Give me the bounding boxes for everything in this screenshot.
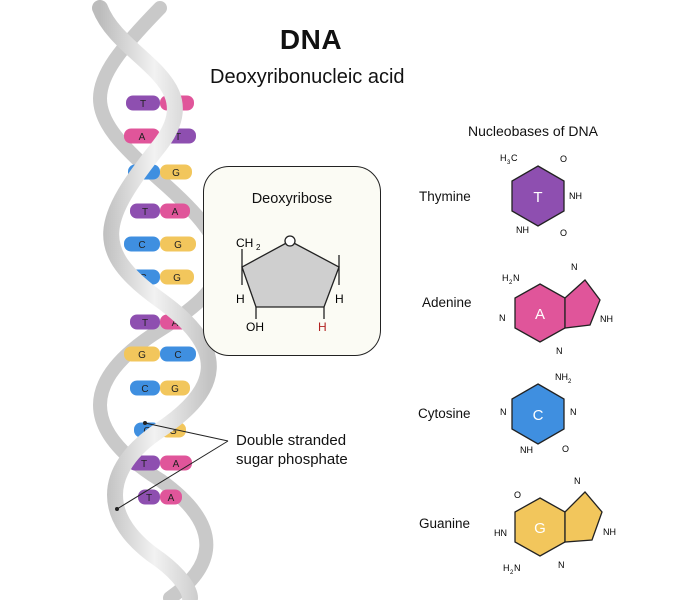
svg-text:2: 2 bbox=[509, 280, 513, 286]
nucleobases-heading: Nucleobases of DNA bbox=[468, 123, 598, 139]
atom-h-left: H bbox=[236, 292, 245, 306]
rung-right-4 bbox=[160, 236, 196, 252]
atom-h-red: H bbox=[318, 320, 327, 334]
rung-right-letter-1: T bbox=[175, 132, 181, 143]
callout-line-1: Double stranded bbox=[236, 432, 347, 449]
atom-ch-sub: 2 bbox=[256, 243, 261, 252]
ring-oxygen bbox=[284, 235, 296, 247]
svg-text:O: O bbox=[514, 490, 521, 500]
rung-right-letter-4: G bbox=[174, 240, 182, 251]
rung-left-letter-3: T bbox=[142, 207, 148, 218]
cytosine-letter: C bbox=[533, 407, 544, 424]
thymine-letter: T bbox=[533, 189, 542, 206]
cytosine-label: Cytosine bbox=[418, 406, 471, 421]
svg-text:N: N bbox=[570, 407, 577, 417]
page-subtitle: Deoxyribonucleic acid bbox=[210, 66, 405, 88]
svg-text:NH: NH bbox=[516, 225, 529, 235]
svg-text:NH: NH bbox=[600, 314, 613, 324]
callout-line-2: sugar phosphate bbox=[236, 451, 348, 468]
rung-left-letter-1: A bbox=[139, 132, 146, 143]
rung-left-3 bbox=[130, 203, 160, 219]
adenine-label: Adenine bbox=[422, 295, 472, 310]
atom-ch: CH bbox=[236, 236, 253, 250]
rung-left-1 bbox=[124, 128, 160, 144]
svg-text:N: N bbox=[500, 407, 507, 417]
svg-text:NH: NH bbox=[603, 527, 616, 537]
rung-left-8 bbox=[130, 380, 160, 396]
page-title-wrap: DNA bbox=[0, 24, 692, 56]
svg-text:HN: HN bbox=[494, 528, 507, 538]
deoxyribose-structure: CH 2 H H OH H bbox=[236, 235, 344, 334]
svg-text:N: N bbox=[574, 476, 581, 486]
rung-right-2 bbox=[160, 164, 192, 180]
rung-left-letter-8: C bbox=[141, 384, 148, 395]
thymine-structure: T H 3 C O NH NH O bbox=[500, 153, 582, 238]
rung-left-0 bbox=[126, 95, 160, 111]
svg-text:3: 3 bbox=[507, 160, 511, 166]
deoxyribose-panel: Deoxyribose CH 2 H H OH H bbox=[203, 166, 381, 356]
guanine-letter: G bbox=[534, 520, 546, 537]
guanine-label: Guanine bbox=[419, 516, 471, 531]
rung-left-letter-0: T bbox=[140, 99, 146, 110]
svg-text:NH: NH bbox=[569, 191, 582, 201]
deoxyribose-label: Deoxyribose bbox=[251, 191, 333, 207]
svg-text:H: H bbox=[500, 153, 507, 163]
rung-right-letter-6: A bbox=[172, 318, 179, 329]
svg-text:N: N bbox=[556, 346, 563, 356]
thymine-label: Thymine bbox=[419, 189, 471, 204]
rung-left-letter-4: C bbox=[138, 240, 145, 251]
rung-left-6 bbox=[130, 314, 160, 330]
atom-oh: OH bbox=[246, 320, 264, 334]
rung-right-8 bbox=[160, 380, 190, 396]
svg-text:2: 2 bbox=[568, 379, 572, 385]
svg-text:N: N bbox=[513, 273, 520, 283]
adenine-letter: A bbox=[535, 306, 545, 323]
page-title: DNA bbox=[279, 24, 343, 55]
rung-right-letter-7: C bbox=[174, 350, 181, 361]
svg-text:N: N bbox=[571, 262, 578, 272]
rung-right-3 bbox=[160, 203, 190, 219]
rung-right-7 bbox=[160, 346, 196, 362]
svg-text:N: N bbox=[514, 563, 521, 573]
svg-text:NH: NH bbox=[555, 372, 568, 382]
svg-text:O: O bbox=[560, 228, 567, 238]
guanine-structure: G O HN NH N N H 2 N bbox=[494, 476, 616, 576]
svg-text:2: 2 bbox=[510, 570, 514, 576]
svg-text:H: H bbox=[503, 563, 510, 573]
rung-right-letter-2: G bbox=[172, 168, 180, 179]
svg-text:O: O bbox=[562, 444, 569, 454]
svg-text:O: O bbox=[560, 154, 567, 164]
backbone-strand-front bbox=[92, 0, 217, 600]
rung-left-letter-7: G bbox=[138, 350, 146, 361]
rung-left-4 bbox=[124, 236, 160, 252]
rung-left-7 bbox=[124, 346, 160, 362]
rung-right-5 bbox=[160, 269, 194, 285]
sugar-ring bbox=[241, 240, 340, 308]
rung-left-letter-6: T bbox=[142, 318, 148, 329]
svg-text:NH: NH bbox=[520, 445, 533, 455]
svg-text:N: N bbox=[558, 560, 565, 570]
svg-text:C: C bbox=[511, 153, 518, 163]
svg-text:H: H bbox=[502, 273, 509, 283]
backbone-strand-back bbox=[93, 1, 227, 600]
cytosine-structure: C NH 2 N N NH O bbox=[500, 372, 577, 455]
rung-right-letter-5: G bbox=[173, 273, 181, 284]
adenine-structure: A H 2 N N N NH N bbox=[499, 262, 613, 356]
rung-right-letter-3: A bbox=[172, 207, 179, 218]
atom-h-right: H bbox=[335, 292, 344, 306]
rung-right-letter-8: G bbox=[171, 384, 179, 395]
callout-label: Double stranded sugar phosphate bbox=[236, 431, 348, 469]
svg-text:N: N bbox=[499, 313, 506, 323]
